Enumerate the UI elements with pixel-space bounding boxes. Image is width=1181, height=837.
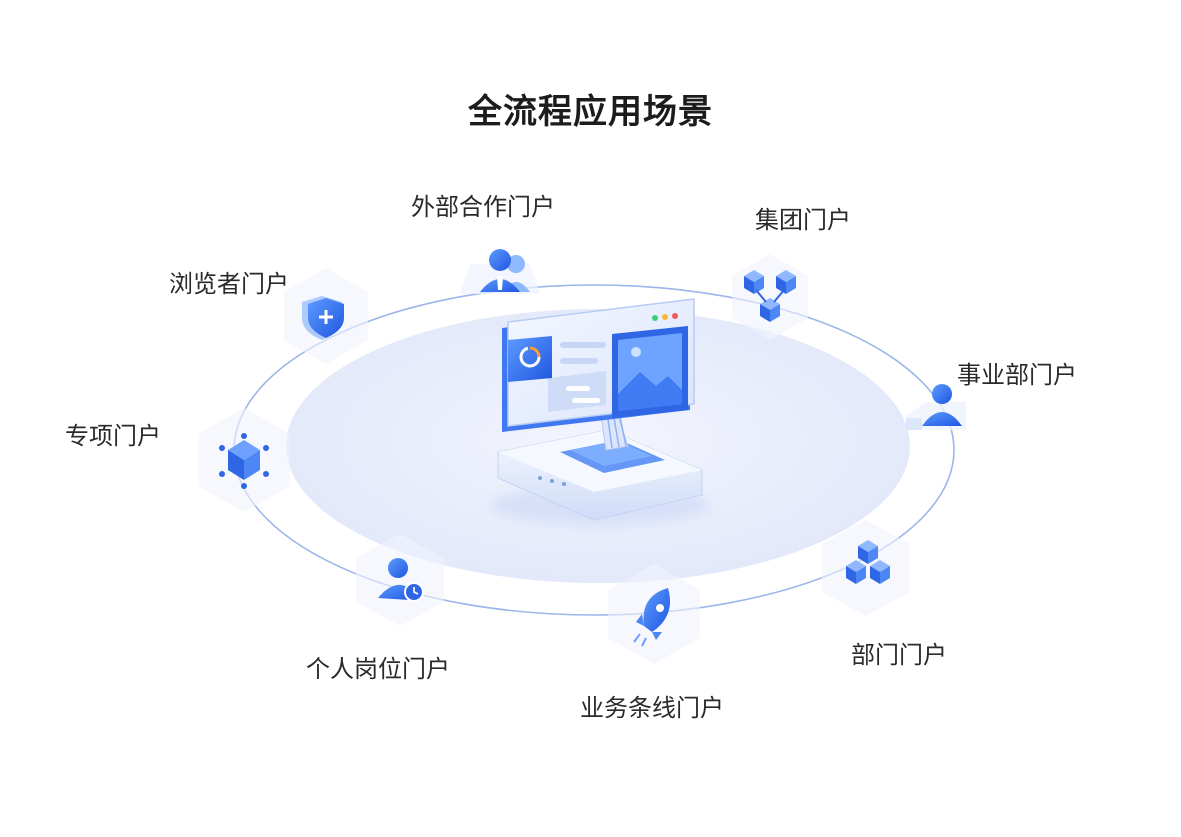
stacked-cubes-icon — [822, 520, 910, 616]
page-title: 全流程应用场景 — [468, 92, 713, 132]
portal-label-personal-post: 个人岗位门户 — [306, 655, 450, 683]
portal-label-special: 专项门户 — [65, 422, 161, 450]
computer-monitor-icon — [490, 298, 710, 525]
team-users-icon — [460, 249, 540, 294]
network-cubes-icon — [732, 254, 808, 340]
shield-plus-icon — [284, 268, 368, 364]
portal-label-browser: 浏览者门户 — [169, 270, 289, 298]
portal-label-business-unit: 事业部门户 — [957, 361, 1077, 389]
portal-label-department: 部门门户 — [851, 641, 947, 669]
portal-label-group: 集团门户 — [755, 206, 851, 234]
user-clock-icon — [356, 534, 444, 626]
person-icon — [906, 384, 966, 430]
portal-label-business-line: 业务条线门户 — [580, 694, 724, 722]
hexagon-cube-icon — [198, 408, 290, 512]
portal-label-external: 外部合作门户 — [411, 193, 555, 221]
rocket-icon — [608, 564, 700, 664]
